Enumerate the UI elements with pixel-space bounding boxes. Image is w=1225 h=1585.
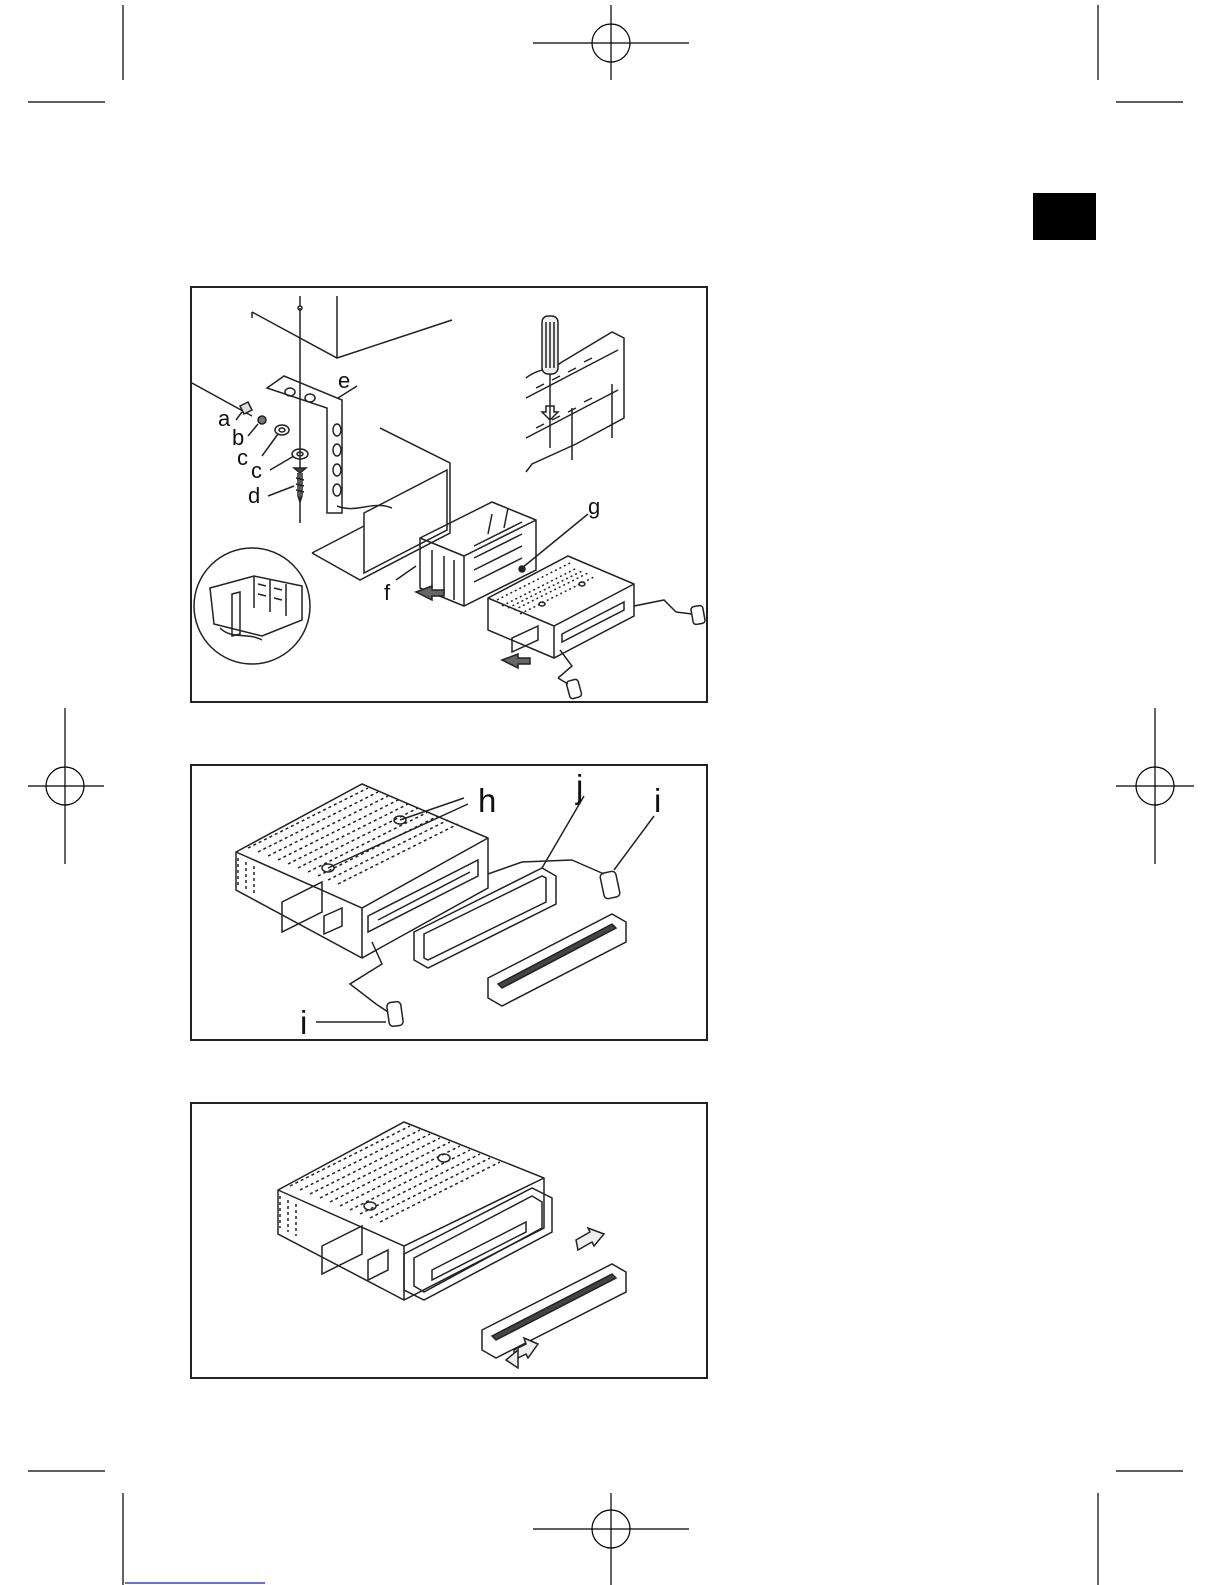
label-i-top: i <box>654 784 661 817</box>
label-i-bottom: i <box>300 1006 307 1039</box>
figure-mounting: a b c c d e f g <box>190 286 708 703</box>
label-f: f <box>384 582 390 604</box>
label-j: j <box>576 770 583 803</box>
mounting-illustration <box>192 288 706 701</box>
label-e: e <box>338 370 350 392</box>
label-d: d <box>248 485 260 507</box>
front-panel-illustration <box>192 1104 706 1377</box>
label-h: h <box>478 784 496 817</box>
section-tab <box>1033 193 1096 240</box>
label-g: g <box>588 496 600 518</box>
label-c-2: c <box>251 460 262 482</box>
label-c-1: c <box>237 447 248 469</box>
figure-front-panel <box>190 1102 708 1379</box>
figure-removal: h j i i <box>190 764 708 1041</box>
removal-illustration <box>192 766 706 1039</box>
label-a: a <box>218 408 230 430</box>
